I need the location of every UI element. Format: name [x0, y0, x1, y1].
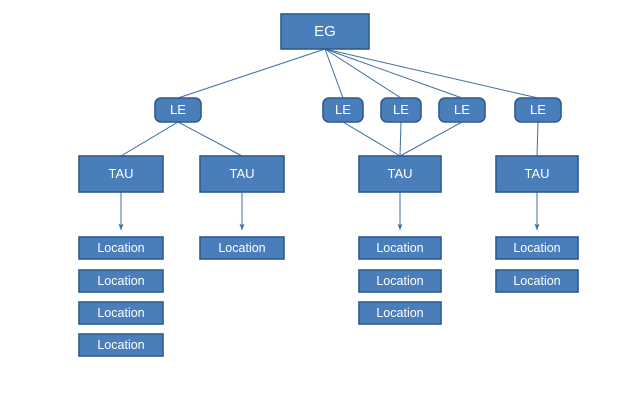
node-location-1-1-box[interactable]	[78, 236, 164, 260]
node-le-5[interactable]: LE	[514, 97, 562, 123]
node-le-4[interactable]: LE	[438, 97, 486, 123]
node-location-3-1[interactable]: Location	[358, 236, 442, 260]
node-location-3-1-box[interactable]	[358, 236, 442, 260]
node-eg-box[interactable]	[280, 13, 370, 50]
node-location-3-2-label: Location	[376, 274, 423, 288]
edge-layer	[118, 48, 540, 231]
node-le-4-label: LE	[454, 102, 470, 117]
node-le-3-box[interactable]	[380, 97, 422, 123]
node-location-4-1[interactable]: Location	[495, 236, 579, 260]
node-tau-1-box[interactable]	[78, 155, 164, 193]
connector-eg-1-to-le-4	[324, 48, 463, 99]
node-location-3-2[interactable]: Location	[358, 269, 442, 293]
connector-le-4-to-tau-3	[399, 121, 463, 157]
node-tau-1[interactable]: TAU	[78, 155, 164, 193]
connector-le-5-to-tau-4	[536, 121, 539, 157]
node-le-2-box[interactable]	[322, 97, 364, 123]
node-tau-2-box[interactable]	[199, 155, 285, 193]
node-tau-2[interactable]: TAU	[199, 155, 285, 193]
node-location-1-2[interactable]: Location	[78, 269, 164, 293]
node-tau-3-label: TAU	[387, 166, 412, 181]
node-location-1-3-box[interactable]	[78, 301, 164, 325]
node-location-4-1-label: Location	[513, 241, 560, 255]
node-le-1-label: LE	[170, 102, 186, 117]
node-tau-2-label: TAU	[229, 166, 254, 181]
node-tau-4-label: TAU	[524, 166, 549, 181]
node-eg[interactable]: EG	[280, 13, 370, 50]
node-location-1-3[interactable]: Location	[78, 301, 164, 325]
node-location-4-1-box[interactable]	[495, 236, 579, 260]
connector-le-2-to-tau-3	[342, 121, 401, 157]
node-le-3[interactable]: LE	[380, 97, 422, 123]
node-location-3-3[interactable]: Location	[358, 301, 442, 325]
node-location-2-1-box[interactable]	[199, 236, 285, 260]
connector-le-3-to-tau-3	[399, 121, 402, 157]
node-eg-label: EG	[314, 23, 336, 40]
node-le-2-label: LE	[335, 102, 351, 117]
node-location-1-4-box[interactable]	[78, 333, 164, 357]
node-location-3-2-box[interactable]	[358, 269, 442, 293]
node-location-3-3-box[interactable]	[358, 301, 442, 325]
node-location-4-2-box[interactable]	[495, 269, 579, 293]
node-le-2[interactable]: LE	[322, 97, 364, 123]
node-location-1-1-label: Location	[97, 241, 144, 255]
node-le-1-box[interactable]	[154, 97, 202, 123]
node-location-3-1-label: Location	[376, 241, 423, 255]
node-location-1-1[interactable]: Location	[78, 236, 164, 260]
node-location-3-3-label: Location	[376, 306, 423, 320]
connector-eg-1-to-le-3	[324, 48, 402, 99]
node-tau-1-label: TAU	[108, 166, 133, 181]
node-le-5-label: LE	[530, 102, 546, 117]
node-tau-4[interactable]: TAU	[495, 155, 579, 193]
node-location-2-1[interactable]: Location	[199, 236, 285, 260]
node-location-1-4-label: Location	[97, 338, 144, 352]
connector-eg-1-to-le-2	[324, 48, 344, 99]
node-tau-3-box[interactable]	[358, 155, 442, 193]
node-le-5-box[interactable]	[514, 97, 562, 123]
connector-eg-1-to-le-5	[324, 48, 539, 99]
node-location-1-4[interactable]: Location	[78, 333, 164, 357]
node-location-2-1-label: Location	[218, 241, 265, 255]
node-location-4-2[interactable]: Location	[495, 269, 579, 293]
node-location-1-2-box[interactable]	[78, 269, 164, 293]
node-le-3-label: LE	[393, 102, 409, 117]
node-tau-4-box[interactable]	[495, 155, 579, 193]
node-location-1-3-label: Location	[97, 306, 144, 320]
node-tau-3[interactable]: TAU	[358, 155, 442, 193]
connector-le-1-to-tau-2	[177, 121, 243, 157]
node-location-4-2-label: Location	[513, 274, 560, 288]
node-location-1-2-label: Location	[97, 274, 144, 288]
connector-le-1-to-tau-1	[120, 121, 179, 157]
node-le-1[interactable]: LE	[154, 97, 202, 123]
node-le-4-box[interactable]	[438, 97, 486, 123]
connector-eg-1-to-le-1	[177, 48, 326, 99]
